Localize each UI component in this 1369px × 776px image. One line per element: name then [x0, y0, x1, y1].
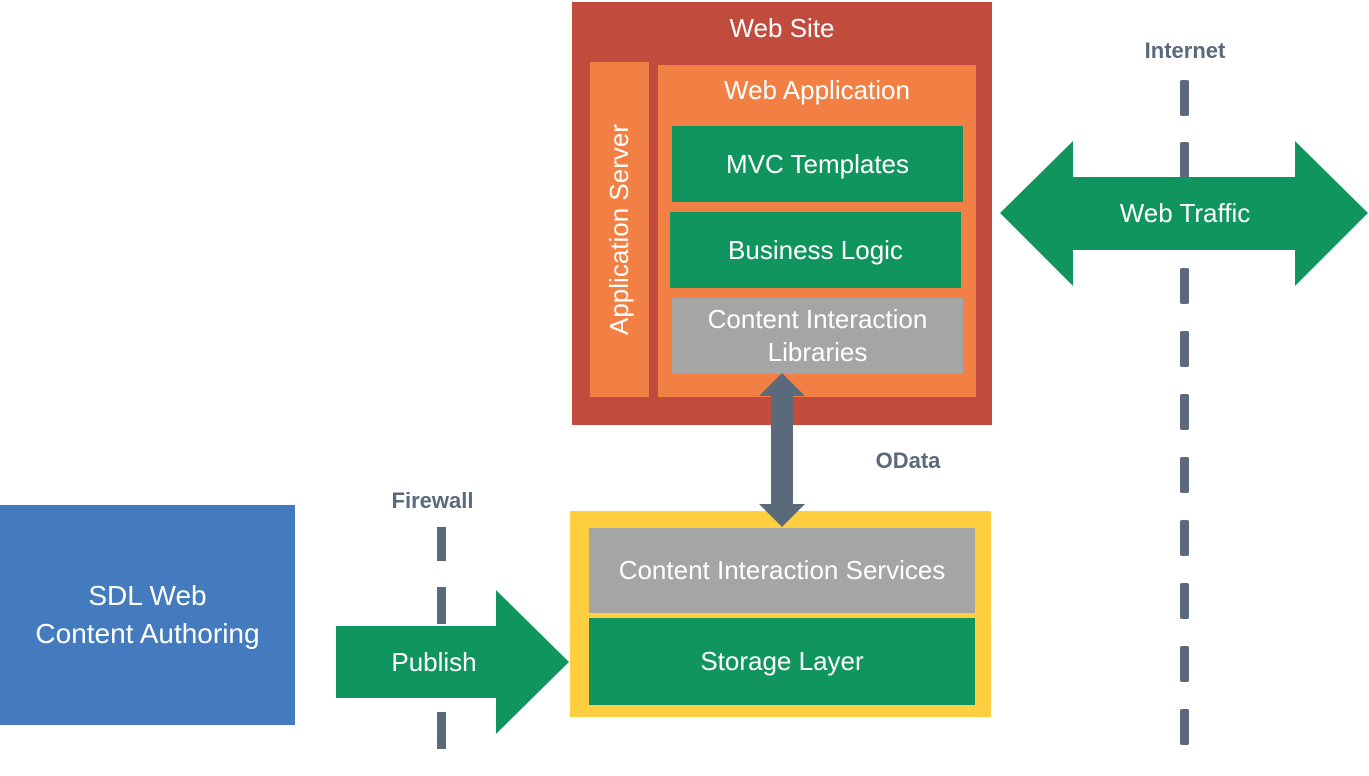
content-interaction-services-box: Content Interaction Services [589, 528, 975, 613]
web-site-title: Web Site [729, 12, 835, 43]
internet-dashed-line [1180, 80, 1189, 745]
firewall-label: Firewall [391, 488, 474, 513]
firewall-dashed-line [437, 527, 446, 749]
publish-label: Publish [391, 646, 477, 677]
storage-layer-box: Storage Layer [589, 618, 975, 705]
sdl-web-content-authoring-box: SDL Web Content Authoring [0, 505, 295, 725]
odata-label: OData [875, 448, 941, 473]
mvc-templates-box: MVC Templates [672, 126, 963, 202]
web-traffic-label: Web Traffic [1119, 198, 1251, 228]
authoring-line-1: SDL Web [88, 580, 207, 611]
business-logic-box: Business Logic [670, 212, 961, 288]
web-application-title: Web Application [724, 74, 910, 105]
internet-label: Internet [1144, 38, 1226, 63]
application-server-box [590, 62, 649, 397]
web-traffic-arrow [1000, 141, 1368, 286]
publish-arrow [336, 590, 569, 734]
authoring-line-2: Content Authoring [35, 618, 260, 649]
content-interaction-libraries-label: Content Interaction Libraries [707, 304, 928, 367]
odata-arrow [759, 373, 805, 527]
content-interaction-libraries-box: Content Interaction Libraries [672, 298, 963, 374]
